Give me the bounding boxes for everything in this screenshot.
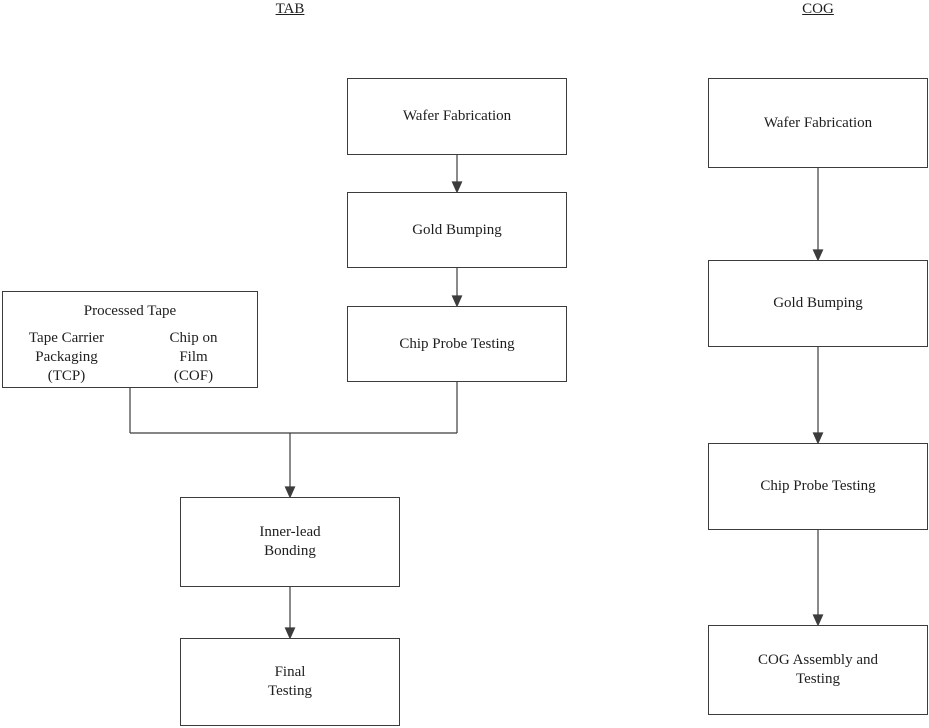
node-label: Gold Bumping bbox=[773, 295, 863, 311]
node-label: Inner-lead Bonding bbox=[259, 524, 321, 559]
arrowhead-cog-wafer-to-gold bbox=[812, 249, 824, 262]
arrowhead-tab-wafer-to-gold bbox=[451, 181, 463, 194]
node-tab-gold-bumping: Gold Bumping bbox=[347, 192, 567, 268]
processed-tape-title: Processed Tape bbox=[83, 303, 177, 319]
node-label: Wafer Fabrication bbox=[763, 114, 873, 131]
node-final-testing: Final Testing bbox=[180, 638, 400, 726]
arrowhead-inner-lead-to-final bbox=[284, 627, 296, 640]
processed-tape-options: Tape Carrier Packaging (TCP) Chip on Fil… bbox=[3, 329, 257, 386]
processed-tape-option-tcp: Tape Carrier Packaging (TCP) bbox=[28, 330, 105, 384]
node-label: COG Assembly and Testing bbox=[758, 652, 878, 687]
node-tab-wafer-fabrication: Wafer Fabrication bbox=[347, 78, 567, 155]
node-tab-chip-probe-testing: Chip Probe Testing bbox=[347, 306, 567, 382]
arrowhead-tab-gold-to-probe bbox=[451, 295, 463, 308]
node-label: Chip Probe Testing bbox=[760, 478, 876, 494]
node-label: Final Testing bbox=[268, 664, 312, 699]
processed-tape-option-cof: Chip on Film (COF) bbox=[169, 330, 218, 384]
node-inner-lead-bonding: Inner-lead Bonding bbox=[180, 497, 400, 587]
node-cog-chip-probe-testing: Chip Probe Testing bbox=[708, 443, 928, 530]
tab-column-title: TAB bbox=[275, 1, 305, 17]
cog-column-title: COG bbox=[802, 1, 834, 17]
node-label: Gold Bumping bbox=[412, 221, 502, 238]
arrowhead-merge-to-inner-lead bbox=[284, 486, 296, 499]
arrowhead-cog-probe-to-assembly bbox=[812, 614, 824, 627]
node-label: Chip Probe Testing bbox=[399, 335, 515, 352]
node-cog-wafer-fabrication: Wafer Fabrication bbox=[708, 78, 928, 168]
node-cog-assembly-and-testing: COG Assembly and Testing bbox=[708, 625, 928, 715]
node-processed-tape: Processed Tape Tape Carrier Packaging (T… bbox=[2, 291, 258, 388]
arrowhead-cog-gold-to-probe bbox=[812, 432, 824, 445]
node-cog-gold-bumping: Gold Bumping bbox=[708, 260, 928, 347]
node-label: Wafer Fabrication bbox=[402, 108, 512, 124]
